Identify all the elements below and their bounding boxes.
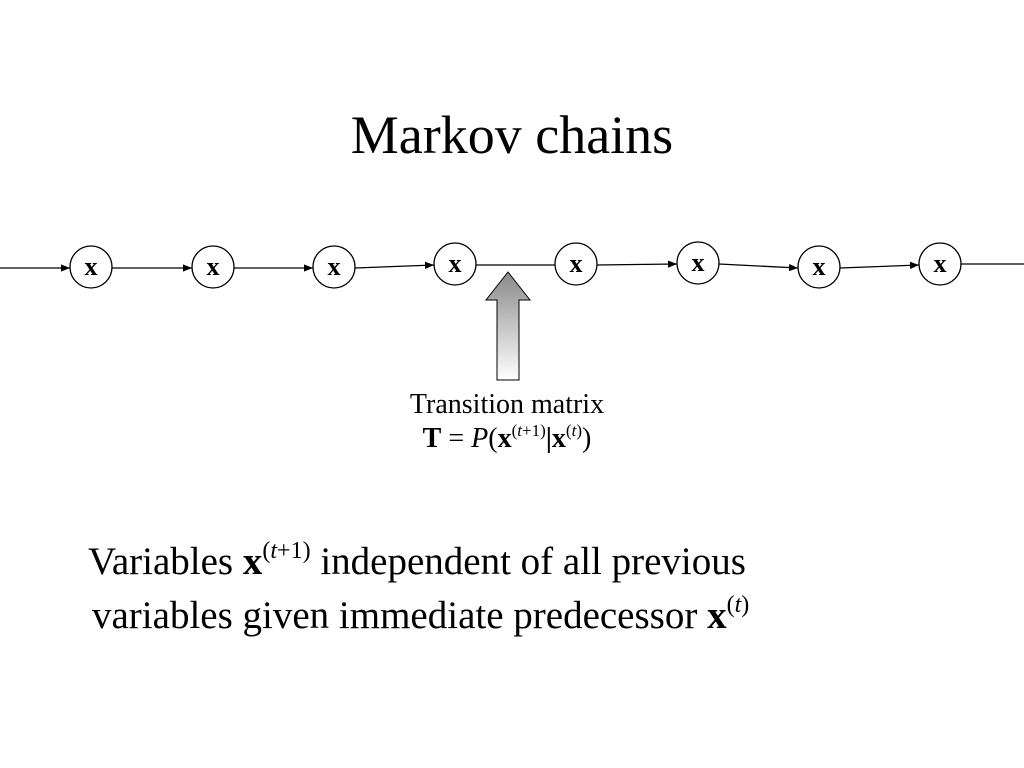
slide-title: Markov chains (350, 105, 674, 165)
transition-arrow-icon (484, 271, 532, 381)
chain-node: x (312, 245, 356, 289)
transition-label: Transition matrix (409, 389, 605, 420)
chain-edge (596, 260, 678, 268)
chain-node-label: x (934, 249, 947, 278)
chain-node-label: x (85, 252, 98, 281)
chain-node: x (797, 245, 841, 289)
eq-open-paren: ( (488, 423, 498, 454)
chain-node: x (433, 242, 477, 286)
chain-node-circle (191, 245, 235, 289)
independence-statement: Variables x(t+1) independent of all prev… (60, 535, 920, 643)
chain-node-circle (312, 245, 356, 289)
chain-node: x (554, 242, 598, 286)
chain-edge (718, 263, 799, 272)
chain-node-circle (433, 242, 477, 286)
statement-var-current: x (707, 594, 727, 637)
chain-node: x (69, 245, 113, 289)
chain-node: x (918, 242, 962, 286)
transition-caption: Transition matrix T = P(x(t+1)|x(t)) (312, 388, 702, 456)
chain-node-label: x (449, 249, 462, 278)
chain-node-label: x (813, 252, 826, 281)
chain-node-circle (69, 245, 113, 289)
chain-node-circle (918, 242, 962, 286)
eq-sup-current: (t) (565, 421, 582, 440)
chain-edges (0, 260, 1024, 272)
chain-node: x (676, 241, 720, 285)
statement-sup-current: (t) (726, 592, 750, 618)
eq-sup-next: (t+1) (511, 421, 546, 440)
statement-sup-next: (t+1) (262, 538, 311, 564)
eq-given-bar: | (545, 423, 552, 454)
chain-node-label: x (692, 248, 705, 277)
chain-node-label: x (570, 249, 583, 278)
statement-line-2: variables given immediate predecessor x(… (60, 589, 920, 643)
eq-equals: = (441, 423, 472, 454)
statement-var-next: x (242, 540, 263, 583)
chain-node-circle (676, 241, 720, 285)
chain-node-circle (797, 245, 841, 289)
statement-text-c: variables given immediate predecessor (92, 594, 708, 637)
chain-edge (839, 261, 920, 269)
eq-close-paren: ) (582, 423, 592, 454)
transition-equation: T = P(x(t+1)|x(t)) (312, 422, 702, 456)
eq-var-current: x (551, 423, 566, 454)
chain-node-label: x (207, 252, 220, 281)
eq-var-next: x (497, 423, 512, 454)
chain-node-label: x (328, 252, 341, 281)
chain-node-circle (554, 242, 598, 286)
statement-line-1: Variables x(t+1) independent of all prev… (60, 535, 920, 589)
statement-text-b: independent of all previous (310, 540, 746, 583)
chain-edge (354, 261, 435, 269)
statement-text-a: Variables (88, 540, 243, 583)
chain-node: x (191, 245, 235, 289)
eq-prob-symbol: P (471, 423, 489, 454)
eq-matrix-symbol: T (422, 423, 442, 454)
